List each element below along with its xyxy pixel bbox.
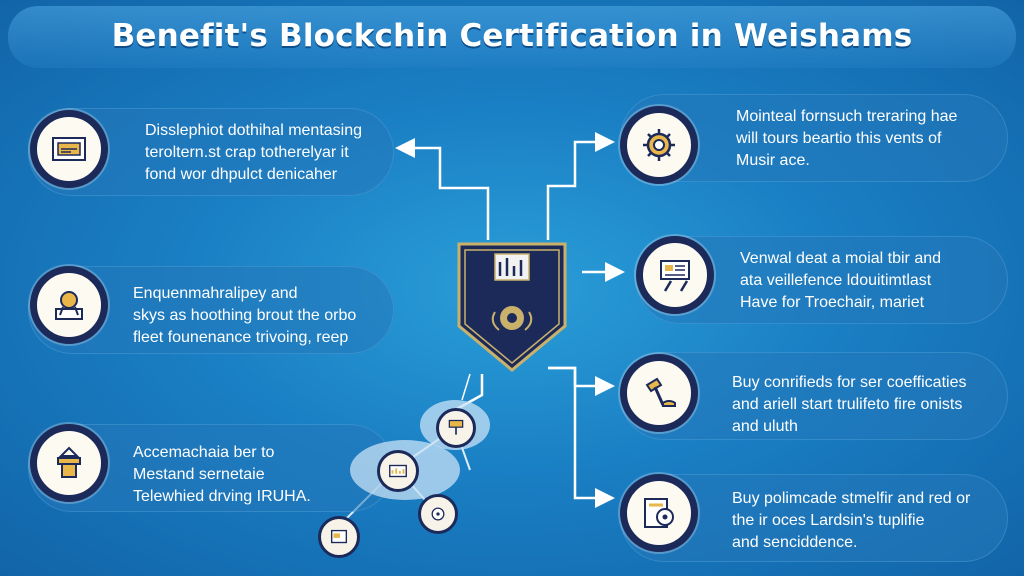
certificate-shield-icon	[457, 242, 567, 372]
left-benefit-text-3: Accemachaia ber to Mestand sernetaie Tel…	[133, 444, 311, 505]
network-node-paint-icon	[436, 408, 476, 448]
right-benefit-text-1: Mointeal fornsuch treraring hae will tou…	[736, 108, 958, 169]
left-benefit-text-2: Enquenmahralipey and skys as hoothing br…	[133, 285, 357, 346]
hammer-icon	[620, 354, 698, 432]
title-banner	[8, 6, 1016, 68]
document-tools-icon	[636, 236, 714, 314]
page-title: Benefit's Blockchin Certification in Wei…	[111, 18, 913, 54]
network-node-disc-icon	[418, 494, 458, 534]
right-benefit-text-3: Buy conrifieds for ser coefficaties and …	[732, 374, 967, 435]
certificate-icon	[30, 110, 108, 188]
award-icon	[30, 266, 108, 344]
right-benefit-text-2: Venwal deat a moial tbir and ata veillef…	[740, 250, 942, 311]
book-stand-icon	[30, 424, 108, 502]
gear-icon	[620, 106, 698, 184]
network-node-chart-icon	[377, 450, 419, 492]
left-benefit-text-1: Disslephiot dothihal mentasing teroltern…	[145, 122, 363, 183]
right-benefit-text-4: Buy polimcade stmelfir and red or the ir…	[732, 490, 971, 551]
document-disc-icon	[620, 474, 698, 552]
network-node-document-icon	[318, 516, 360, 558]
